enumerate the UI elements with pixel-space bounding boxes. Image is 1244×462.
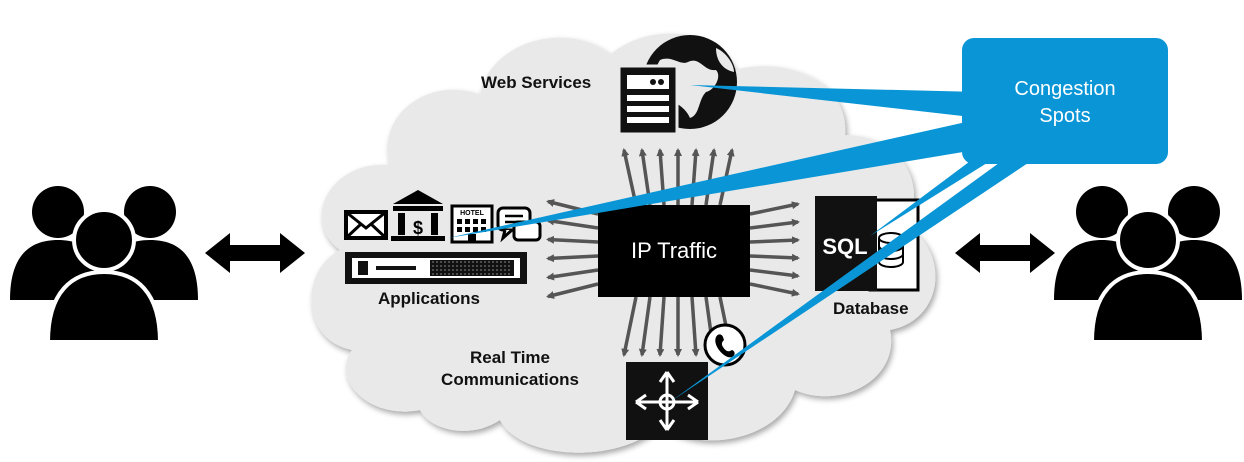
traffic-arrow (546, 217, 599, 230)
bank-icon: $ (391, 190, 445, 241)
callout-line-2: Spots (1039, 105, 1090, 127)
users-left-icon (10, 186, 198, 344)
app-server-icon (345, 252, 527, 284)
web-server-icon (617, 35, 737, 136)
database-label: Database (833, 299, 909, 318)
traffic-arrow (749, 218, 800, 230)
double-arrow-right-icon (955, 233, 1055, 273)
users-right-icon (1054, 186, 1242, 344)
traffic-arrow (749, 282, 800, 297)
traffic-arrow (749, 236, 800, 245)
traffic-arrow (621, 148, 638, 206)
hotel-sign: HOTEL (460, 210, 484, 217)
congestion-callout: Congestion Spots (448, 38, 1168, 402)
traffic-arrow (749, 253, 800, 262)
traffic-arrow (690, 296, 700, 357)
traffic-arrow (704, 148, 718, 206)
rtc-label: Real Time Communications (420, 347, 600, 391)
traffic-arrow (621, 296, 638, 357)
svg-text:$: $ (413, 218, 423, 238)
sql-label: SQL (822, 234, 867, 259)
traffic-arrow (546, 268, 599, 281)
rtc-router-icon (626, 362, 708, 440)
traffic-arrow (749, 201, 800, 216)
ip-traffic-box: IP Traffic (598, 205, 750, 297)
rtc-label-line-1: Real Time (469, 348, 550, 367)
hotel-icon: HOTEL (450, 204, 494, 244)
traffic-arrow (546, 235, 599, 244)
web-services-label: Web Services (481, 73, 592, 92)
traffic-arrow (546, 282, 599, 299)
callout-line-1: Congestion (1014, 78, 1115, 100)
mail-icon (344, 210, 388, 240)
applications-label: Applications (378, 289, 481, 308)
double-arrow-left-icon (205, 233, 305, 273)
traffic-arrow (749, 268, 800, 280)
ip-traffic-label: IP Traffic (631, 238, 717, 263)
traffic-arrow (546, 254, 599, 263)
traffic-arrow (638, 296, 652, 357)
traffic-arrow (656, 296, 666, 357)
phone-icon (703, 323, 747, 367)
rtc-label-line-2: Communications (441, 370, 579, 389)
